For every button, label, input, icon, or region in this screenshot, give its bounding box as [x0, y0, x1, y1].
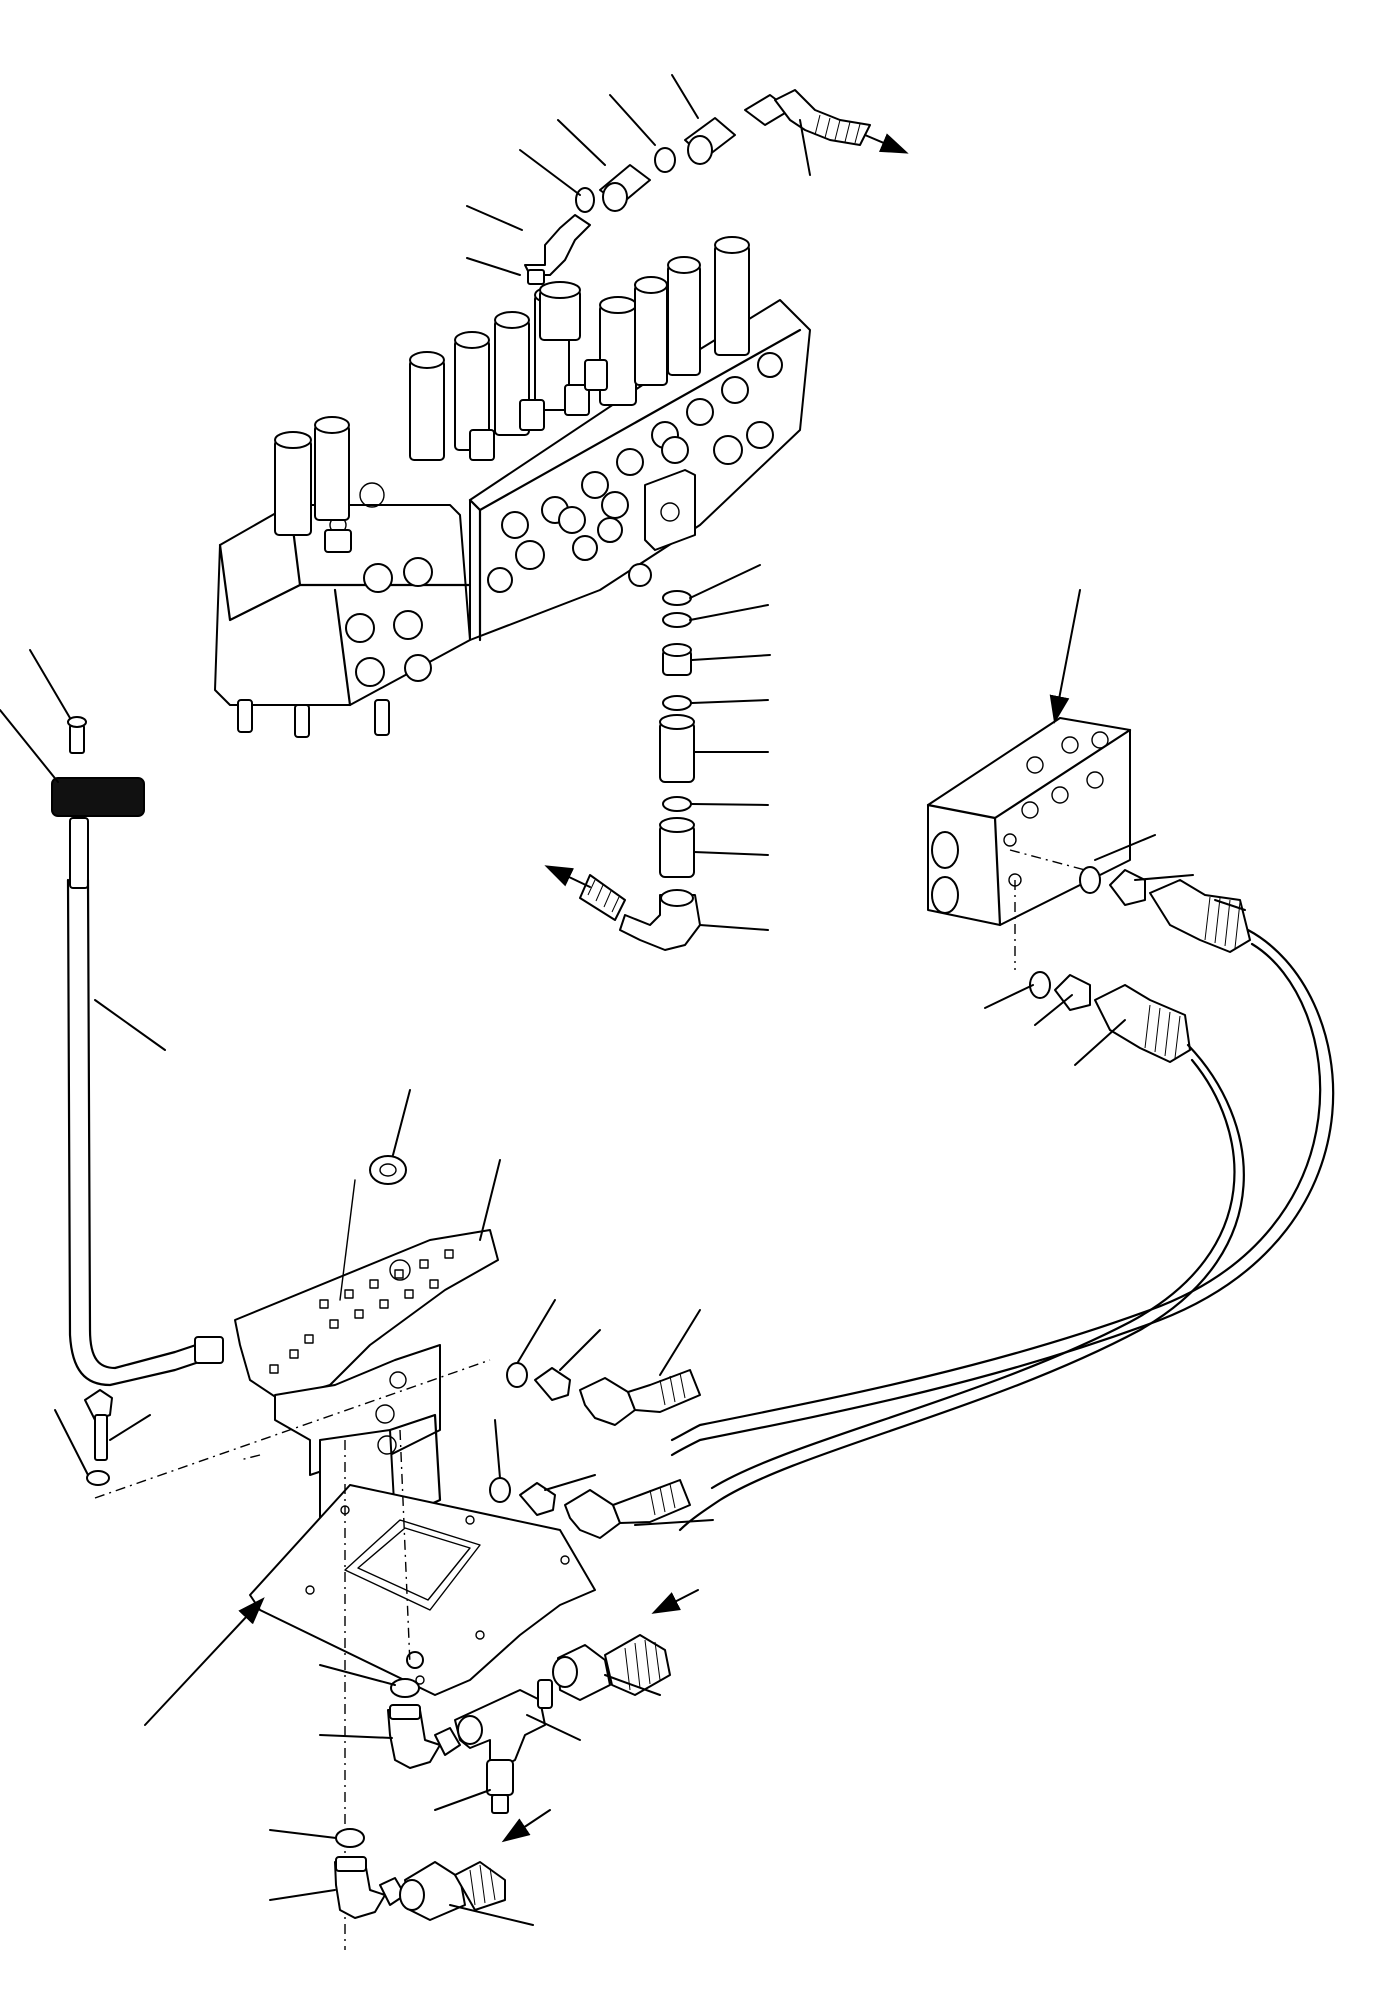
flow-arrow	[651, 1589, 699, 1614]
o-ring	[575, 187, 595, 213]
flow-arrow	[864, 133, 909, 154]
nut	[86, 1470, 110, 1486]
control-valve-assembly	[214, 236, 811, 738]
pilot-hoses	[670, 928, 1335, 1532]
elbow-fitting	[579, 1377, 636, 1426]
port	[403, 557, 433, 587]
port	[363, 563, 393, 593]
pilot-hose-upper	[670, 928, 1335, 1457]
o-ring	[662, 796, 692, 812]
o-ring	[489, 1477, 511, 1503]
port	[345, 613, 375, 643]
adapter-fitting	[1109, 869, 1146, 906]
top-fitting-chain	[466, 74, 909, 285]
flow-arrow	[501, 1809, 551, 1843]
o-ring	[654, 147, 676, 173]
pilot-hose-end	[1149, 879, 1251, 953]
mounting-hardware	[54, 1359, 491, 1499]
vertical-fitting-chain	[544, 564, 771, 951]
flow-arrow	[544, 865, 591, 888]
pilot-manifold-block	[926, 589, 1251, 1066]
o-ring	[506, 1362, 528, 1388]
port	[404, 654, 432, 682]
pilot-hose-upper	[774, 89, 871, 146]
adapter-fitting	[659, 721, 695, 783]
adapter-fitting	[519, 1482, 556, 1516]
elbow-fitting	[387, 1709, 441, 1769]
pedal-rod-assembly	[0, 649, 224, 1387]
o-ring	[335, 1828, 365, 1848]
pilot-control-valve-pedal	[234, 1089, 501, 1541]
pilot-hose-end	[454, 1861, 506, 1911]
spool-caps	[274, 236, 750, 553]
callout-arrow	[144, 1597, 265, 1726]
o-ring	[1029, 971, 1051, 999]
o-ring	[662, 695, 692, 711]
elbow-fitting	[334, 1861, 386, 1919]
mounting-hole	[406, 1651, 424, 1669]
pedal-fittings	[489, 1299, 714, 1539]
o-ring	[1079, 866, 1101, 894]
port	[393, 610, 423, 640]
elbow-fitting	[564, 1489, 621, 1539]
pedal-grip-pattern	[269, 1249, 454, 1374]
bottom-fittings	[269, 1589, 699, 1926]
adapter-fitting	[534, 1367, 571, 1401]
o-ring	[662, 590, 692, 606]
bushing	[369, 1155, 407, 1185]
pedal-plate	[234, 1229, 499, 1401]
flange-block	[644, 469, 696, 551]
mounting-plate	[144, 1429, 596, 1950]
cap-screw	[69, 724, 85, 754]
elbow-fitting	[619, 894, 701, 951]
o-ring	[390, 1678, 420, 1698]
rod-end-thread	[194, 1336, 224, 1364]
pilot-hose-lower	[678, 1043, 1245, 1532]
callout-arrow	[1049, 589, 1081, 724]
pedal-knob	[51, 777, 145, 817]
port	[355, 657, 385, 687]
elbow-fitting	[524, 214, 591, 276]
cap-screw	[84, 1389, 113, 1421]
